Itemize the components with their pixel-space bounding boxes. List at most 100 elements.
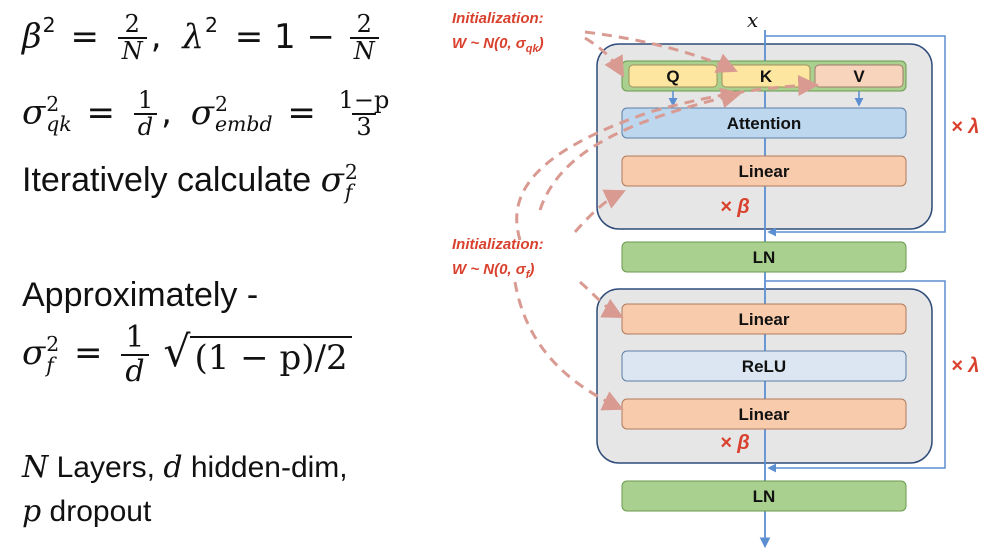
fraction-numerator: 2 xyxy=(124,10,140,38)
ln-label-2: LN xyxy=(753,487,776,506)
sigma-sub: qk xyxy=(46,112,72,137)
ln-label-1: LN xyxy=(753,248,776,267)
init-formula-1: W ~ N(0, σqk) xyxy=(452,35,544,55)
sqrt-expression: √ (1 − p)/2 xyxy=(163,327,352,378)
linear-label-2: Linear xyxy=(738,310,789,329)
init-formula-2-close: ) xyxy=(527,261,534,278)
equals: = xyxy=(287,92,316,133)
sqrt-body: (1 − p)/2 xyxy=(190,335,352,378)
init1-arrow-to-q xyxy=(584,36,625,78)
equals: = xyxy=(74,333,103,373)
legend-line-2: p dropout xyxy=(22,494,151,529)
init-formula-1-sub: qk xyxy=(526,43,540,55)
init1-arrow-to-k xyxy=(584,30,738,73)
sigma-sub: f xyxy=(344,180,353,205)
legend-layers-text: Layers, xyxy=(48,451,164,484)
fraction-denominator: N xyxy=(349,37,379,64)
sigma-sup: 2 xyxy=(344,159,358,184)
one-minus: = 1 − xyxy=(234,16,335,57)
sigma-embd-symbol: σ xyxy=(190,92,214,133)
fraction-1-over-d: 1 d xyxy=(121,320,149,388)
fraction-numerator: 2 xyxy=(356,10,372,38)
legend-n: N xyxy=(22,450,49,485)
init1-arrow-to-linear xyxy=(538,87,743,211)
linear-box-2 xyxy=(621,303,907,335)
fraction-denominator: 3 xyxy=(352,113,376,140)
fraction-1-minus-p-over-3: 1−p 3 xyxy=(335,86,394,140)
q-box xyxy=(628,64,718,88)
residual-path-2 xyxy=(765,280,946,473)
sqrt-icon: √ xyxy=(163,327,191,377)
legend-p: p xyxy=(22,494,42,529)
equals: = xyxy=(70,16,99,57)
lambda-exponent: 2 xyxy=(204,13,218,38)
ln-box-2 xyxy=(621,480,907,512)
lambda-symbol: λ xyxy=(182,16,204,57)
legend-d: d xyxy=(163,450,183,485)
beta-label-2: × β xyxy=(720,432,750,454)
beta-symbol: β xyxy=(22,16,42,57)
legend-dropout-text: dropout xyxy=(41,495,152,528)
sigma-sup: 2 xyxy=(46,332,60,357)
init-formula-2-main: W ~ N(0, σ xyxy=(452,261,527,278)
sigma-sub: f xyxy=(46,352,54,377)
equals: = xyxy=(86,92,115,133)
init-formula-1-close: ) xyxy=(537,35,544,52)
k-label: K xyxy=(760,67,773,86)
ln-box-1 xyxy=(621,241,907,273)
init2-arrow-to-linear1 xyxy=(573,189,626,233)
relu-box xyxy=(621,350,907,382)
approximately-text: Approximately - xyxy=(22,276,259,314)
q-label: Q xyxy=(666,67,679,86)
lambda-label-1: × λ xyxy=(951,116,979,138)
init-title-2: Initialization: xyxy=(452,236,544,253)
approximately-label: Approximately - xyxy=(22,276,258,315)
attention-label: Attention xyxy=(727,114,802,133)
fraction-2-over-n-second: 2 N xyxy=(349,10,379,64)
comma: , xyxy=(150,16,162,57)
sigma-sub: embd xyxy=(214,112,273,137)
beta-label-1: × β xyxy=(720,196,750,218)
residual-path-1 xyxy=(765,35,946,237)
beta-lambda-formula: β2 = 2 N , λ2 = 1 − 2 N xyxy=(22,10,383,64)
comma: , xyxy=(161,92,172,133)
init-formula-2: W ~ N(0, σf) xyxy=(452,261,534,281)
linear-label-1: Linear xyxy=(738,162,789,181)
lambda-label-2: × λ xyxy=(951,355,979,377)
init1-arrow-to-v xyxy=(515,74,820,241)
iterative-label: Iteratively calculate xyxy=(22,161,312,199)
sigma-sup: 2 xyxy=(214,91,228,116)
init2-arrow-to-linear2 xyxy=(579,280,624,318)
sigma-sup: 2 xyxy=(46,91,60,116)
init-formula-2-sub: f xyxy=(526,269,531,281)
beta-exponent: 2 xyxy=(42,13,56,38)
fraction-numerator: 1 xyxy=(125,320,145,355)
fraction-numerator: 1−p xyxy=(338,86,390,114)
sigma-f-symbol: σ xyxy=(320,160,344,200)
init-formula-1-main: W ~ N(0, σ xyxy=(452,35,527,52)
fraction-denominator: d xyxy=(133,113,158,140)
sigma-symbol: σ xyxy=(22,92,46,133)
sigma-f-symbol: σ xyxy=(22,333,46,373)
input-x-label: x xyxy=(747,8,758,32)
init-title-1: Initialization: xyxy=(452,10,544,27)
fraction-2-over-n: 2 N xyxy=(117,10,147,64)
fraction-denominator: N xyxy=(117,37,147,64)
v-label: V xyxy=(853,67,865,86)
fraction-denominator: d xyxy=(121,353,149,388)
fraction-numerator: 1 xyxy=(137,86,154,114)
init2-arrow-to-linear3 xyxy=(513,281,624,411)
legend-hidden-dim-text: hidden-dim, xyxy=(182,451,348,484)
legend-line-1: N Layers, d hidden-dim, xyxy=(22,450,348,485)
fraction-1-over-d: 1 d xyxy=(133,86,158,140)
linear-box-1 xyxy=(621,155,907,187)
linear-label-3: Linear xyxy=(738,405,789,424)
